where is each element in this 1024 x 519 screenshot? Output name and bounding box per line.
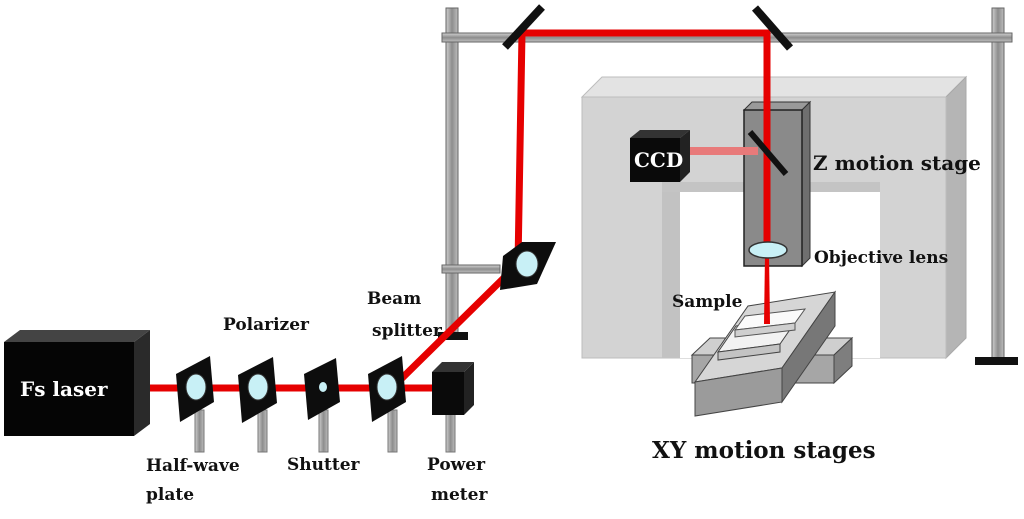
- support-frame: [438, 7, 1018, 365]
- label-half-wave-2: plate: [146, 485, 194, 505]
- mirror-top-right: [751, 5, 794, 51]
- power-meter: [432, 362, 474, 453]
- fs-laser: [4, 330, 150, 436]
- label-polarizer: Polarizer: [223, 315, 310, 335]
- xy-motion-stages: [690, 290, 854, 417]
- label-beam-splitter-2: splitter: [372, 321, 443, 341]
- label-z-motion-stage: Z motion stage: [813, 151, 981, 175]
- label-shutter: Shutter: [287, 455, 361, 475]
- label-objective-lens: Objective lens: [814, 248, 948, 268]
- label-ccd: CCD: [634, 148, 683, 172]
- label-half-wave-1: Half-wave: [146, 456, 240, 476]
- ccd-camera: [630, 130, 690, 182]
- polarizer: [238, 357, 277, 453]
- beam-splitter: [368, 356, 406, 453]
- periscope-mirror-mount: [500, 242, 556, 290]
- label-fs-laser: Fs laser: [20, 377, 108, 401]
- dichroic-mirror: [747, 130, 789, 176]
- mirrors: [502, 4, 794, 176]
- label-sample: Sample: [672, 292, 743, 312]
- label-beam-splitter-1: Beam: [367, 289, 421, 309]
- shutter: [304, 358, 340, 453]
- objective-lens-icon: [748, 241, 788, 259]
- label-power-meter-1: Power: [427, 455, 486, 475]
- label-power-meter-2: meter: [431, 485, 488, 505]
- label-xy-motion-stages: XY motion stages: [652, 437, 876, 464]
- half-wave-plate: [176, 356, 214, 453]
- z-motion-stage: [742, 100, 812, 268]
- mirror-top-left: [502, 4, 545, 50]
